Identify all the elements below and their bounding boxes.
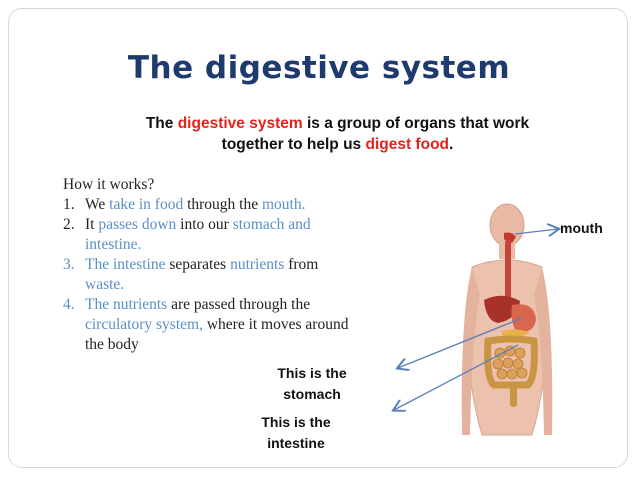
- term-digestive-system: digestive system: [177, 115, 303, 132]
- slide-title: The digestive system: [127, 50, 511, 86]
- step-3: 3. The intestine separates nutrients fro…: [63, 256, 319, 293]
- intro-line-2: together to help us digest food.: [221, 136, 454, 153]
- term-digest-food: digest food: [365, 136, 450, 153]
- stomach-label: This is the stomach: [277, 365, 347, 402]
- intro-text: The digestive system is a group of organ…: [60, 113, 615, 155]
- digestive-system-illustration: [461, 203, 553, 436]
- intro-line-1: The digestive system is a group of organ…: [145, 115, 530, 132]
- intestine-label: This is the intestine: [261, 414, 331, 451]
- step-1: 1. We take in food through the mouth.: [63, 196, 306, 213]
- how-it-works: How it works? 1. We take in food through…: [63, 175, 403, 355]
- steps-list: 1. We take in food through the mouth. 2.…: [63, 195, 403, 355]
- mouth-label: mouth: [560, 220, 603, 236]
- how-heading: How it works?: [63, 176, 155, 193]
